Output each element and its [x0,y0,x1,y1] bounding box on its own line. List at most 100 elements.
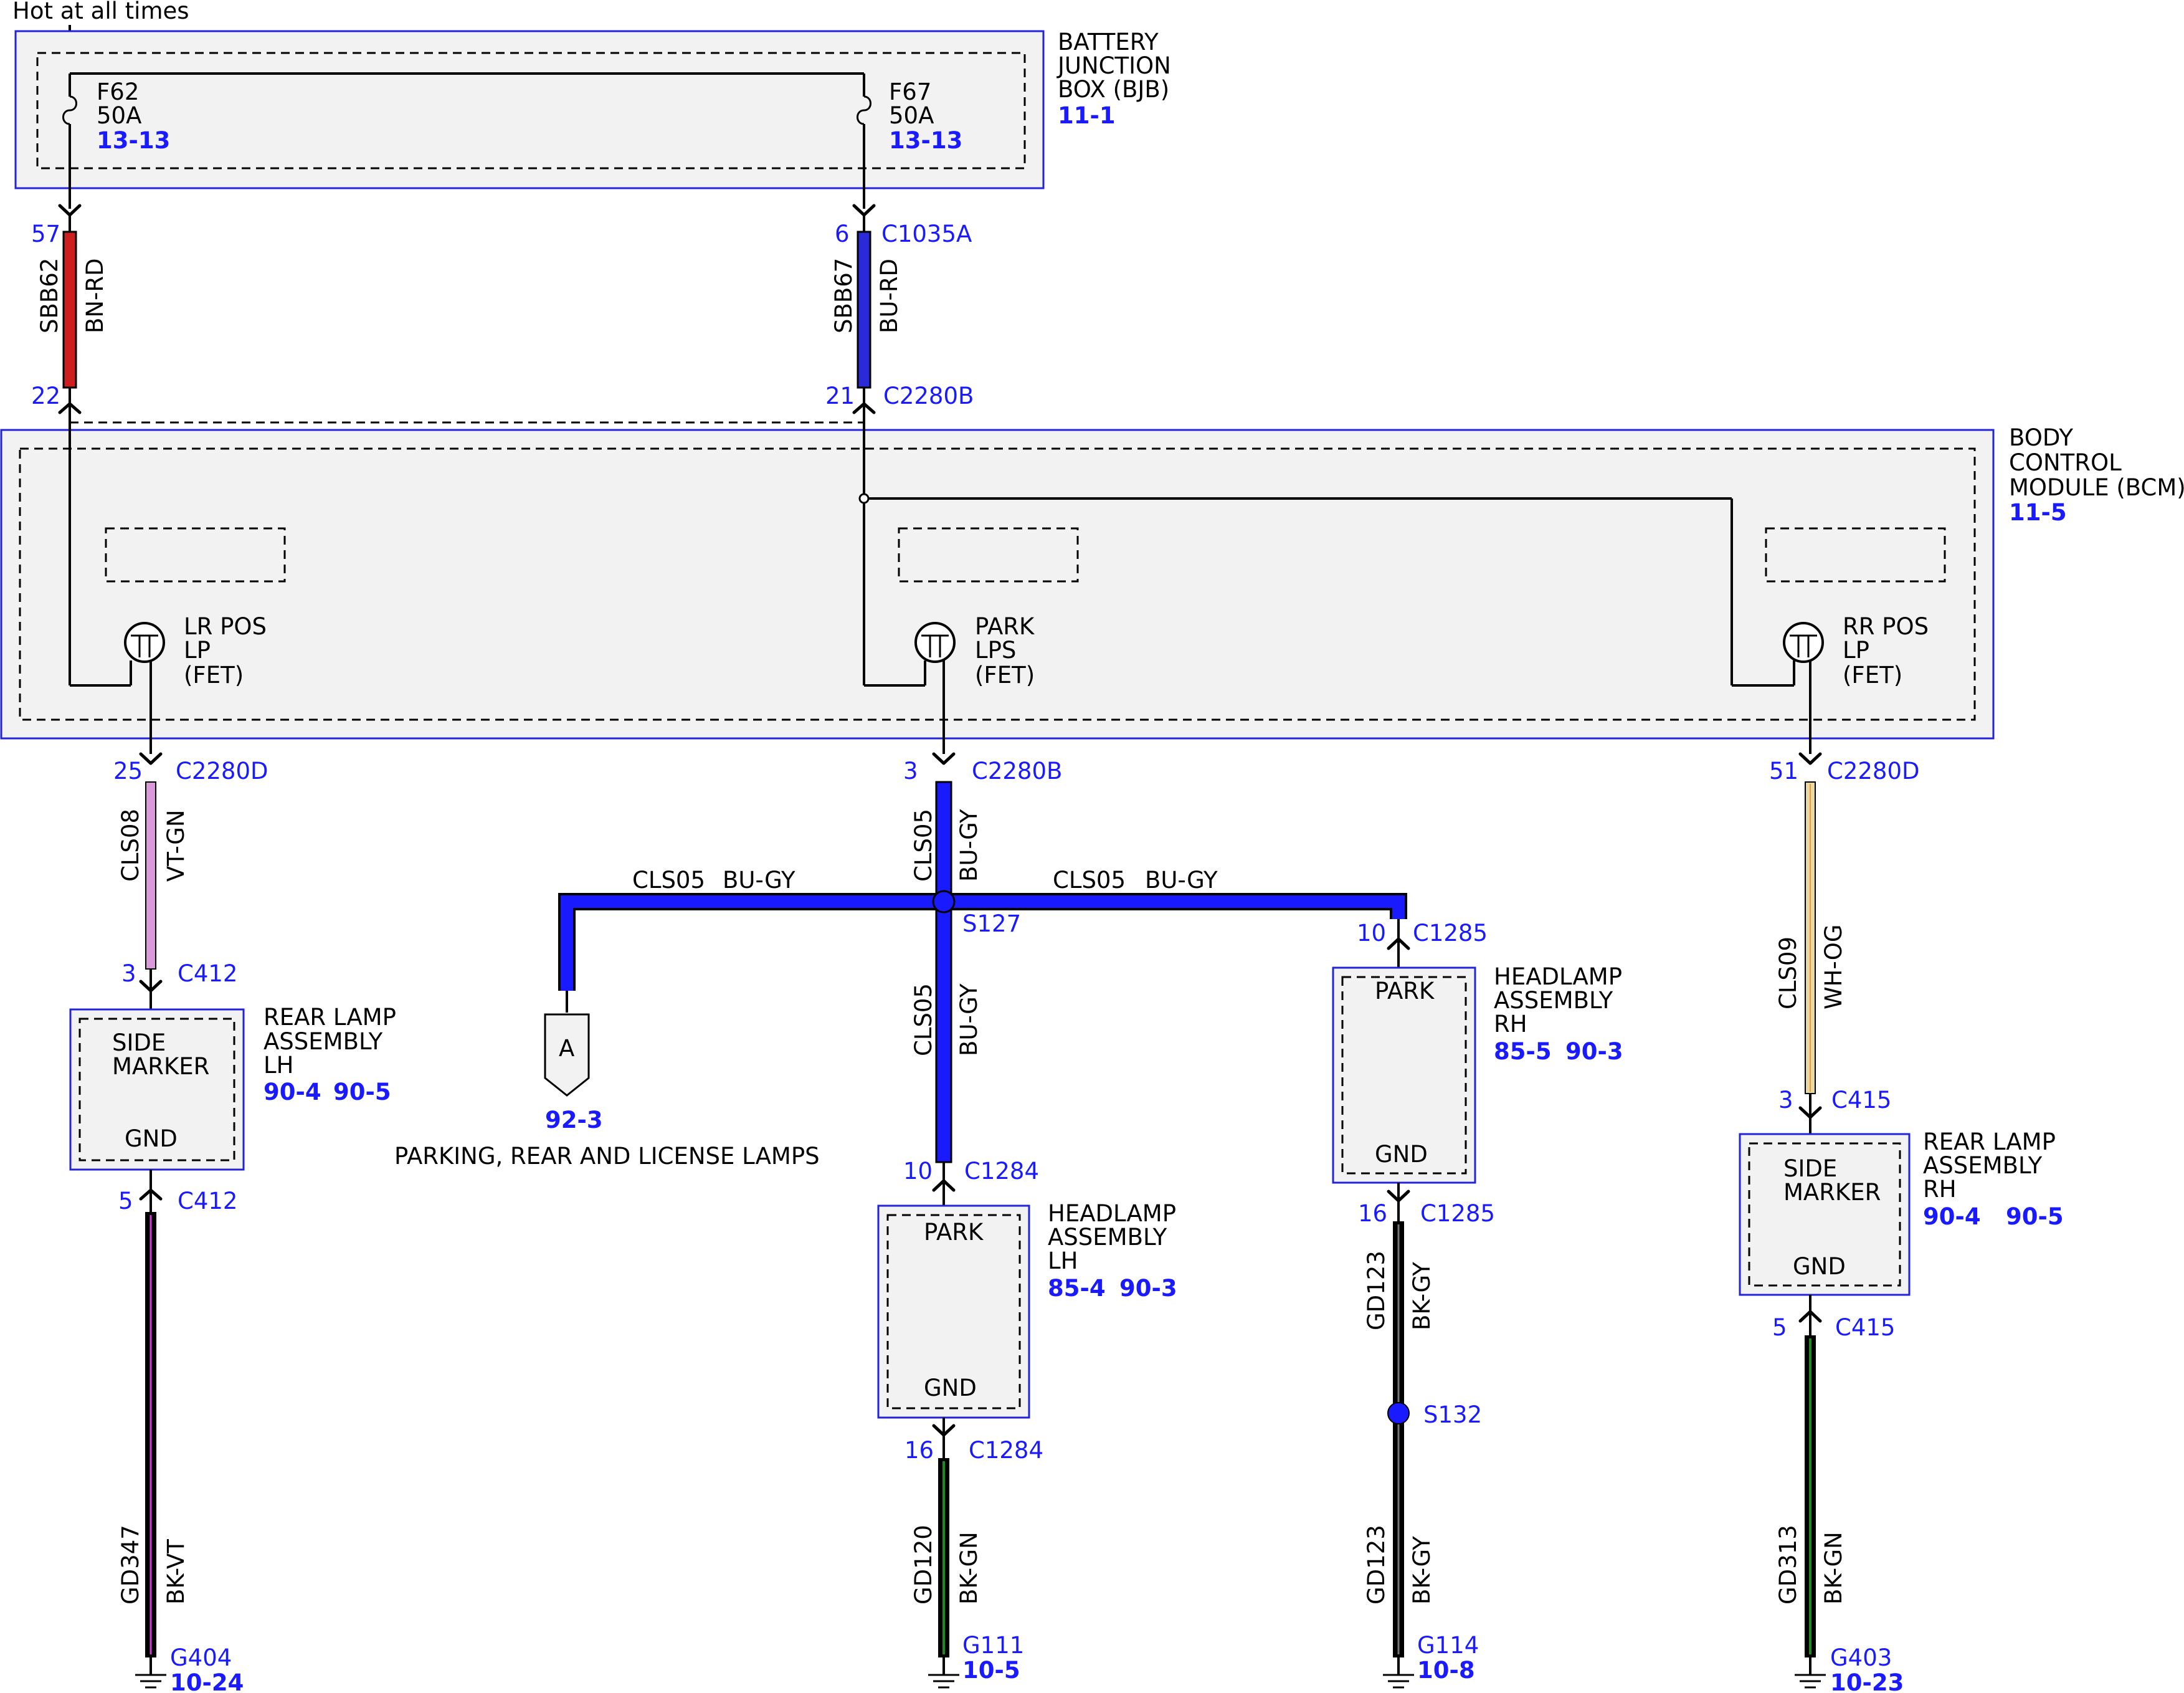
fet-park-label1: PARK [975,613,1035,640]
connector-pin-5-c415: 5 [1772,1314,1787,1341]
connector-pin-10-c1284: 10 [903,1158,933,1185]
bcm-name-line1: BODY [2009,424,2073,451]
headlamp-rh-inner: PARK [1375,978,1435,1004]
connector-c412-bottom: C412 [178,1188,237,1214]
bjb-name-line3: BOX (BJB) [1058,76,1169,103]
wire-cls05-circuit-upper: CLS05 [910,809,937,882]
supply-label: Hot at all times [12,0,189,24]
rear-lamp-rh-inner2: MARKER [1783,1179,1881,1206]
wire-gd347-circuit: GD347 [117,1525,144,1605]
wire-gd123-upper-color: BK-GY [1408,1262,1435,1330]
wire-gd347-color: BK-VT [163,1539,189,1605]
fet-lr-label2: LP [184,637,211,664]
headlamp-rh-name3: RH [1494,1011,1527,1037]
offpage-letter: A [559,1035,574,1062]
connector-pin-21: 21 [825,383,855,409]
fuse-f62-icon [62,95,77,125]
headlamp-rh-ref2[interactable]: 90-3 [1565,1038,1623,1065]
wire-gd120-circuit: GD120 [910,1525,937,1605]
rear-lamp-lh-inner2: MARKER [112,1053,209,1080]
splice-s127-icon [932,890,956,913]
ground-g111-ref[interactable]: 10-5 [962,1657,1020,1684]
fuse-f62-ref[interactable]: 13-13 [97,127,170,154]
headlamp-lh-ref1[interactable]: 85-4 [1048,1275,1106,1302]
wire-cls05-right-circuit: CLS05 [1053,867,1126,894]
fet-rr-icon [1783,622,1824,663]
connector-pin-57: 57 [31,221,60,247]
ground-g403: G403 [1830,1644,1892,1671]
battery-junction-box: F62 50A 13-13 F67 50A 13-13 [14,30,1045,209]
offpage-desc: PARKING, REAR AND LICENSE LAMPS [394,1143,820,1170]
rear-lamp-rh: SIDE MARKER GND [1739,1133,1911,1296]
splice-s132: S132 [1423,1401,1482,1428]
bjb-name-line2: JUNCTION [1056,52,1171,79]
ground-g404-icon [135,1657,166,1689]
fuse-f62-rating: 50A [97,102,141,129]
rear-lamp-rh-name2: ASSEMBLY [1923,1152,2043,1179]
ground-g404-ref[interactable]: 10-24 [170,1669,244,1693]
connector-arrow-icon [58,402,82,414]
ground-g403-ref[interactable]: 10-23 [1830,1669,1904,1693]
ground-g111: G111 [962,1632,1024,1659]
connector-arrow-icon [932,1179,956,1192]
rear-lamp-lh-inner1: SIDE [112,1029,166,1056]
headlamp-rh-name1: HEADLAMP [1494,963,1622,990]
connector-c2280d-lh: C2280D [176,758,268,785]
connector-c1035a: C1035A [881,221,972,247]
headlamp-lh-gnd: GND [924,1375,977,1401]
connector-c1285-top: C1285 [1413,920,1488,947]
connector-arrow-icon [852,402,876,414]
bcm-name-line3: MODULE (BCM) [2009,474,2184,501]
rear-lamp-lh: SIDE MARKER GND [69,1008,245,1171]
fuse-f67-icon [857,95,871,125]
connector-arrow-icon [1798,1310,1822,1323]
rear-lamp-rh-ref1[interactable]: 90-4 [1923,1203,1981,1230]
connector-pin-3-c412: 3 [121,960,136,987]
connector-c415-top: C415 [1831,1087,1891,1114]
connector-arrow-icon [1798,752,1822,765]
wire-cls05-color-lower: BU-GY [956,983,982,1056]
fuse-f67-id: F67 [889,79,931,105]
fuse-f67-ref[interactable]: 13-13 [889,127,962,154]
ground-g114-ref[interactable]: 10-8 [1417,1657,1475,1684]
rear-lamp-rh-ref2[interactable]: 90-5 [2006,1203,2064,1230]
headlamp-rh-name2: ASSEMBLY [1494,987,1613,1014]
rear-lamp-lh-ref1[interactable]: 90-4 [264,1079,321,1105]
connector-arrow-icon [1798,1106,1822,1119]
fet-lr-label3: (FET) [184,662,244,689]
connector-pin-16-c1284: 16 [904,1437,934,1464]
headlamp-lh-ref2[interactable]: 90-3 [1119,1275,1177,1302]
rear-lamp-lh-ref2[interactable]: 90-5 [333,1079,391,1105]
wire-sbb62-circuit: SBB62 [36,258,63,333]
connector-pin-22: 22 [31,383,60,409]
wire-sbb67-color: BU-RD [876,259,903,333]
wire-gd313-circuit: GD313 [1775,1525,1802,1605]
rear-lamp-lh-name1: REAR LAMP [264,1004,396,1031]
wire-cls08-color: VT-GN [163,809,189,882]
offpage-ref[interactable]: 92-3 [545,1107,603,1133]
rear-lamp-lh-name2: ASSEMBLY [264,1028,383,1055]
connector-c415-bottom: C415 [1835,1314,1895,1341]
wire-gd313-color: BK-GN [1820,1532,1847,1605]
ground-g404: G404 [170,1644,232,1671]
bcm-name-line2: CONTROL [2009,449,2122,476]
wire-cls05-left-color: BU-GY [723,867,795,894]
connector-arrow-icon [139,1188,163,1201]
headlamp-lh-inner: PARK [924,1219,984,1246]
bjb-ref[interactable]: 11-1 [1058,102,1116,129]
connector-c2280b: C2280B [972,758,1062,785]
fet-lr-icon [124,622,165,663]
connector-c412-top: C412 [178,960,237,987]
bcm-ref[interactable]: 11-5 [2009,499,2067,526]
wire-cls09-color: WH-OG [1820,924,1847,1009]
headlamp-rh-gnd: GND [1375,1141,1428,1168]
connector-arrow-icon [1387,1190,1410,1203]
wire-cls05-trunk [935,781,952,1163]
splice-s132-icon [1387,1402,1410,1424]
connector-pin-3-bcm: 3 [903,758,918,785]
connector-c1284-bottom: C1284 [969,1437,1043,1464]
wire-cls05-left-circuit: CLS05 [632,867,705,894]
headlamp-rh-ref1[interactable]: 85-5 [1494,1038,1552,1065]
headlamp-lh-name1: HEADLAMP [1048,1200,1176,1227]
